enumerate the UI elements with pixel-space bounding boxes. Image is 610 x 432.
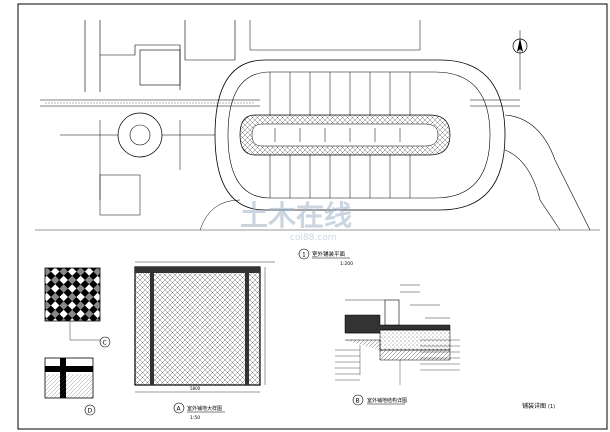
curved-road: [504, 114, 591, 231]
detail-d: D: [44, 357, 96, 416]
sheet-border: [17, 3, 608, 430]
checker-paving: [44, 267, 101, 322]
plan-title: 1 室外铺装平面 1:200: [298, 248, 353, 267]
plaza-circle: [117, 112, 163, 158]
detail-b: B 室外铺地结构详图: [335, 284, 460, 406]
subgrade-layer: [345, 339, 451, 361]
detail-a-dim: 5800: [190, 386, 201, 391]
watermark: 土木在线 coi88.com: [240, 199, 352, 243]
title-block-suffix: (1): [548, 404, 555, 410]
detail-c: C: [44, 267, 111, 348]
detail-a-marker: A: [177, 406, 182, 413]
plan-scale: 1:200: [340, 261, 353, 267]
detail-d-marker: D: [88, 408, 93, 415]
detail-a: 5800 A 室外铺地大样图 1:50: [134, 261, 275, 421]
north-arrow-icon: [512, 38, 528, 54]
ring-walkway: [214, 59, 506, 211]
road-line: [40, 99, 260, 107]
parking-dividers: [269, 72, 411, 198]
watermark-sub: coi88.com: [290, 233, 337, 243]
detail-b-marker: B: [356, 398, 360, 405]
title-block-text: 铺装详图: [522, 402, 546, 410]
detail-a-scale: 1:50: [190, 415, 200, 421]
watermark-text: 土木在线: [240, 199, 352, 232]
building-outline: [84, 20, 181, 92]
detail-b-title: 室外铺地结构详图: [367, 397, 407, 404]
title-block: 铺装详图 (1): [522, 402, 555, 410]
plan-title-text: 室外铺装平面: [312, 250, 346, 258]
plan-marker: 1: [302, 252, 306, 259]
curb-stone: [384, 299, 400, 326]
detail-c-marker: C: [103, 340, 107, 347]
site-plan: [35, 20, 600, 231]
detail-a-title: 室外铺地大样图: [187, 405, 222, 412]
building-block: [139, 49, 181, 86]
